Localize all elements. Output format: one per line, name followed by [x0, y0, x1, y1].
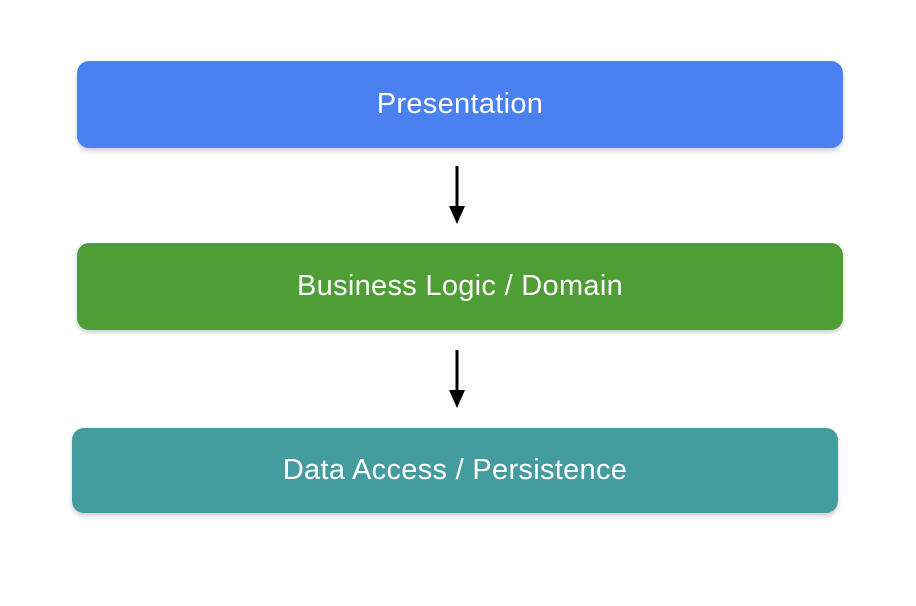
layer-business-logic: Business Logic / Domain [77, 243, 843, 330]
down-arrow-icon [449, 166, 465, 224]
layer-data-access: Data Access / Persistence [72, 428, 838, 513]
down-arrow-icon [449, 350, 465, 408]
layer-business-logic-label: Business Logic / Domain [296, 270, 624, 302]
layer-presentation-label: Presentation [376, 88, 544, 120]
layer-presentation: Presentation [77, 61, 843, 148]
layer-data-access-label: Data Access / Persistence [282, 454, 628, 486]
